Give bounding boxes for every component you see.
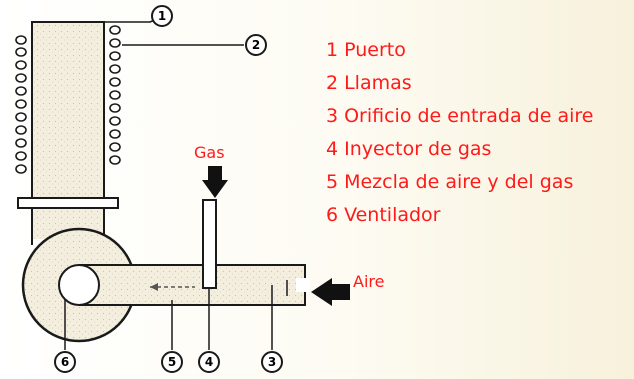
air-arrow-icon — [311, 278, 350, 306]
callout-5: 5 — [161, 351, 183, 373]
callout-3: 3 — [261, 351, 283, 373]
svg-text:4: 4 — [205, 355, 213, 369]
svg-text:1: 1 — [158, 9, 166, 23]
fan-hub — [58, 264, 100, 306]
burner-column — [31, 21, 105, 201]
gas-injector — [202, 199, 217, 289]
svg-text:6: 6 — [61, 355, 69, 369]
air-label: Aire — [353, 272, 385, 291]
flames-right — [109, 25, 121, 165]
callout-2: 2 — [245, 34, 267, 56]
flames-left — [15, 35, 27, 174]
callout-1: 1 — [151, 5, 173, 27]
gas-label: Gas — [194, 143, 225, 162]
mixture-flow-arrow — [150, 283, 195, 291]
gas-arrow-icon — [202, 166, 228, 198]
port-plate — [17, 197, 119, 209]
svg-text:2: 2 — [252, 38, 260, 52]
svg-text:5: 5 — [168, 355, 176, 369]
callout-4: 4 — [198, 351, 220, 373]
svg-text:3: 3 — [268, 355, 276, 369]
callout-6: 6 — [54, 351, 76, 373]
